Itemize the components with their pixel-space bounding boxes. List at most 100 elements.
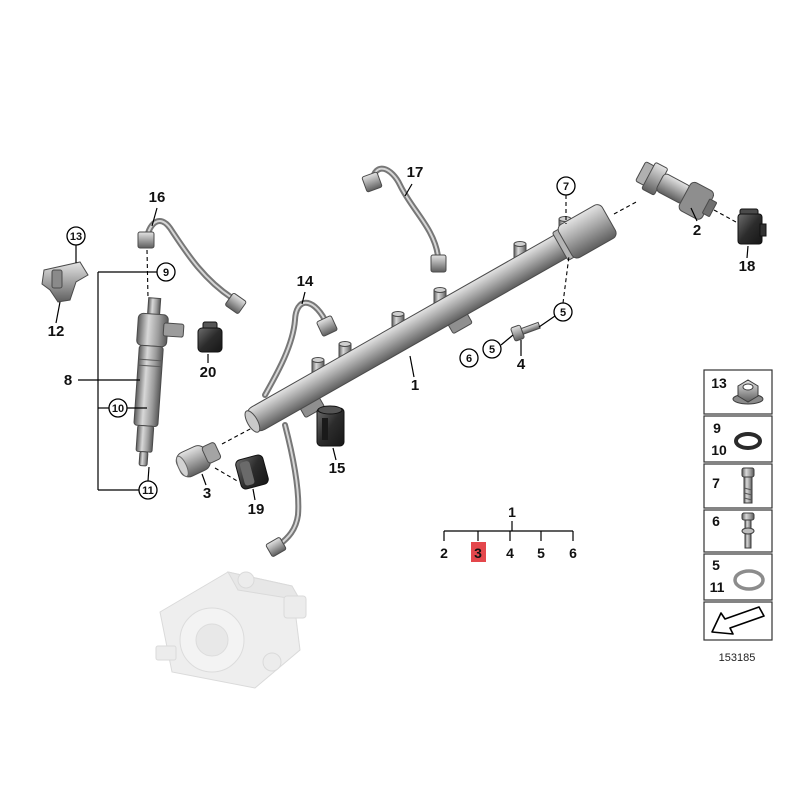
- callout-circle: [138, 480, 158, 500]
- callout-7: 7: [556, 176, 576, 196]
- injector-connector: [197, 321, 223, 353]
- rail-sensor: [175, 442, 222, 478]
- leader-line-5-bolt-side: [538, 315, 556, 328]
- callout-10: 10: [108, 398, 128, 418]
- callout-15: 15: [329, 460, 346, 477]
- high-pressure-pump: [155, 571, 307, 689]
- pipe-outer: [143, 218, 235, 301]
- legend-row-5-11: 5 11: [703, 553, 773, 601]
- leader-line-14: [301, 291, 306, 305]
- banjo-collar: [741, 527, 755, 535]
- callout-label: 7: [563, 181, 569, 193]
- legend-row-9-10: 9 10: [703, 415, 773, 463]
- o-ring-icon: [734, 432, 762, 450]
- pipe-fitting: [225, 292, 247, 314]
- bolt-thread: [743, 487, 753, 491]
- clamp-body: [41, 261, 89, 303]
- callout-20: 20: [200, 364, 217, 381]
- legend-number: 7: [712, 475, 720, 491]
- bolt-shank: [520, 321, 541, 335]
- callout-12: 12: [48, 323, 65, 340]
- injector-pipe-16: [137, 218, 247, 314]
- callout-label: 5: [560, 307, 566, 319]
- callout-4: 4: [517, 356, 526, 373]
- rail-end-cap: [244, 410, 261, 433]
- callout-8: 8: [64, 372, 72, 389]
- pump-hub: [195, 623, 229, 657]
- callout-circle: [66, 226, 86, 246]
- rail-port-top: [338, 341, 352, 347]
- callout-circle: [156, 262, 176, 282]
- tree-child: 2: [440, 545, 448, 561]
- sensor-nose: [201, 442, 222, 464]
- banjo-head: [741, 512, 755, 521]
- connector-body: [197, 327, 223, 353]
- mount-slot: [322, 418, 328, 440]
- pump-inlet: [155, 645, 177, 661]
- pipe-fitting: [137, 231, 155, 249]
- bolt-thread: [743, 497, 753, 501]
- pipe-fitting: [316, 315, 338, 337]
- rail-port-top: [391, 311, 405, 317]
- sensor-plug: [235, 454, 269, 490]
- callout-11: 11: [138, 480, 158, 500]
- callout-17: 17: [407, 164, 424, 181]
- assembly-line-rail-sensor: [613, 200, 639, 215]
- connector-body: [737, 213, 763, 245]
- callout-2: 2: [693, 222, 701, 239]
- pipe-fitting: [265, 537, 287, 557]
- legend-number: 10: [711, 442, 727, 458]
- pipe-fitting: [430, 254, 447, 273]
- leader-line-5-rail: [562, 255, 570, 304]
- pipe-outer: [369, 165, 441, 259]
- legend-cell: [703, 509, 773, 553]
- rail-port-top: [311, 357, 325, 363]
- callout-label: 5: [489, 344, 495, 356]
- tree-child-highlighted: 3: [474, 545, 482, 561]
- leader-line-16: [151, 207, 158, 227]
- assembly-line-sensor-plug: [214, 467, 240, 483]
- mount-top: [317, 405, 343, 415]
- pipe-fitting: [361, 171, 383, 193]
- callout-6: 6: [459, 348, 479, 368]
- injector-lower-body: [135, 424, 155, 453]
- legend-row-direction: [703, 601, 773, 641]
- sensor-end-face: [176, 455, 189, 477]
- pipe-highlight: [264, 301, 326, 396]
- callout-5-rail: 5: [553, 302, 573, 322]
- callout-16: 16: [149, 189, 166, 206]
- bolt-thread: [743, 492, 753, 496]
- leader-line-11: [147, 466, 150, 482]
- pipe-rail-to-pump: [265, 422, 302, 557]
- banjo-bolt-icon: [741, 512, 755, 549]
- rail-port-top: [433, 287, 447, 293]
- legend-number: 13: [711, 375, 727, 391]
- callout-circle: [556, 176, 576, 196]
- leader-line-17: [404, 183, 413, 197]
- tree-child: 5: [537, 545, 545, 561]
- pipe-highlight: [278, 424, 300, 546]
- plug-face: [239, 461, 255, 486]
- callout-9: 9: [156, 262, 176, 282]
- legend-number: 9: [713, 420, 721, 436]
- callouts: 17 16 2 14 18 12 4 20 8 1 15 3 19: [48, 164, 756, 518]
- callout-circle: [553, 302, 573, 322]
- callout-circle: [482, 339, 502, 359]
- tree-child: 4: [506, 545, 514, 561]
- injector-groove: [137, 364, 162, 368]
- fuel-rail: [244, 204, 617, 433]
- callout-19: 19: [248, 501, 265, 518]
- pipe-highlight: [371, 167, 439, 257]
- rail-port-top: [513, 241, 527, 247]
- callout-label: 13: [70, 231, 82, 243]
- rubber-mount: [316, 405, 345, 447]
- rail-body-group: [244, 204, 617, 433]
- assembly-tree: 1 2 3 4 5 6: [440, 504, 577, 562]
- legend-number: 11: [710, 579, 725, 595]
- view-direction-arrow-icon: [711, 606, 765, 635]
- leader-line-18: [746, 245, 749, 259]
- callout-circle: [108, 398, 128, 418]
- callout-circle: [459, 348, 479, 368]
- leader-line-15: [332, 447, 337, 461]
- callout-label: 11: [142, 485, 154, 497]
